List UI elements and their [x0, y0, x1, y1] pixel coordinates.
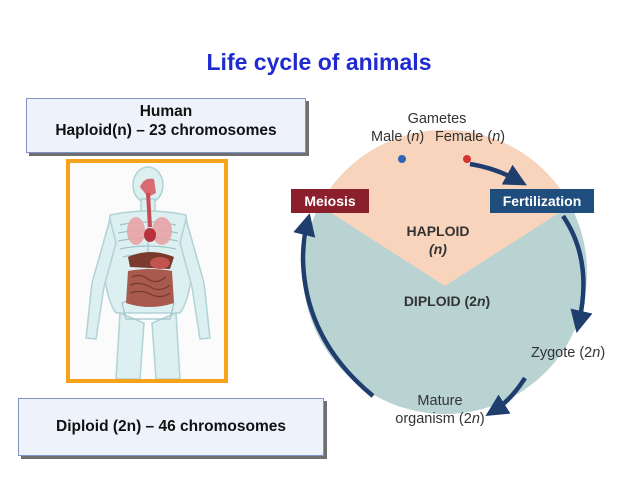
male-label: Male (n): [371, 129, 424, 145]
organism-label: organism (2n): [395, 411, 484, 427]
zygote-arrow: [485, 376, 527, 416]
fertilization-arrow: [561, 214, 593, 333]
diploid-box: Diploid (2n) – 46 chromosomes: [18, 398, 324, 456]
meiosis-box: [291, 189, 369, 213]
fertilization-box: [490, 189, 594, 213]
fertilization-label: Fertilization: [503, 193, 582, 209]
life-cycle-diagram: Gametes Male (n) Female (n) Meiosis Fert…: [291, 111, 605, 427]
mature-label: Mature: [417, 393, 462, 409]
zygote-label: Zygote (2n): [531, 345, 605, 361]
human-label: Human: [139, 103, 193, 120]
human-figure-frame: [66, 159, 228, 383]
haploid-n-label: (n): [429, 241, 447, 257]
haploid-count-label: Haploid(n) – 23 chromosomes: [55, 122, 277, 139]
female-label: Female (n): [435, 129, 505, 145]
meiosis-label: Meiosis: [304, 193, 356, 209]
mature-arrow: [293, 213, 375, 398]
human-anatomy-figure-icon: [85, 166, 211, 380]
male-gamete-dot: [398, 155, 406, 163]
haploid-label: HAPLOID: [407, 223, 470, 239]
page-title: Life cycle of animals: [206, 49, 432, 75]
female-gamete-dot: [463, 155, 471, 163]
diploid-label: DIPLOID (2n): [404, 293, 490, 309]
human-haploid-box: Human Haploid(n) – 23 chromosomes: [26, 98, 306, 153]
gametes-label: Gametes: [408, 111, 467, 127]
gamete-arrow: [469, 161, 527, 186]
